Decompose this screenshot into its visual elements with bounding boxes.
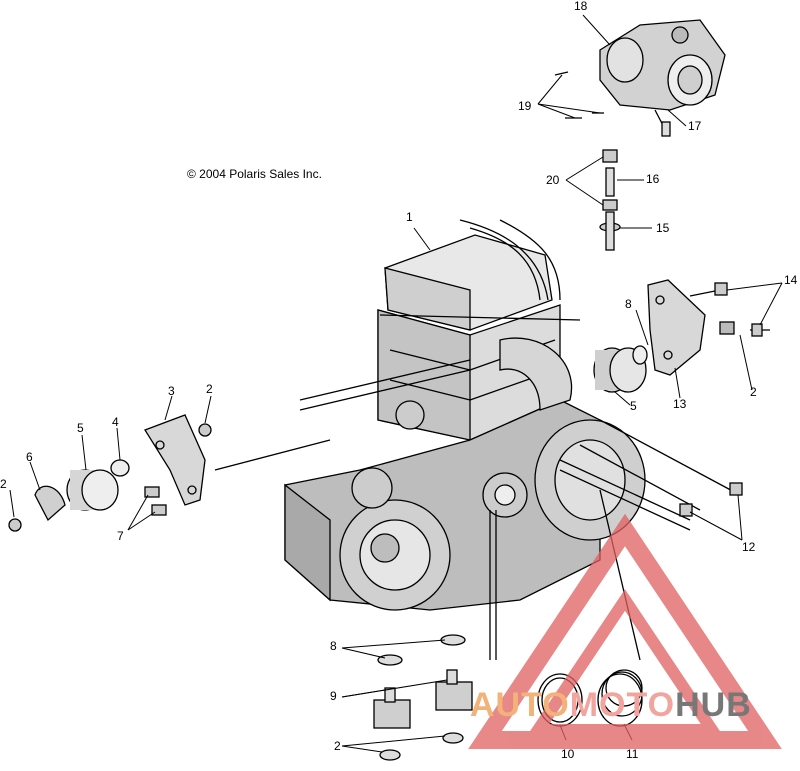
callout-2-right: 2	[750, 385, 757, 399]
callout-12: 12	[742, 540, 756, 554]
callout-6: 6	[26, 450, 33, 464]
watermark-text: AUTOMOTOHUB	[470, 686, 752, 724]
callout-15: 15	[656, 221, 670, 235]
hose-clamps	[537, 669, 643, 727]
callout-8-right: 8	[625, 297, 632, 311]
callout-2-left: 2	[0, 477, 7, 491]
leader-lines	[9, 14, 783, 753]
callout-16: 16	[646, 172, 660, 186]
callout-1: 1	[406, 210, 413, 224]
callout-4: 4	[112, 415, 119, 429]
callout-17: 17	[688, 119, 702, 133]
spacer-stack	[599, 149, 621, 251]
callout-14: 14	[784, 273, 798, 287]
callout-20: 20	[546, 173, 560, 187]
callout-13: 13	[673, 397, 687, 411]
copyright-text: © 2004 Polaris Sales Inc.	[187, 167, 322, 181]
engine-assembly	[214, 219, 741, 661]
left-engine-mount	[8, 414, 212, 532]
callout-18: 18	[574, 0, 588, 13]
callout-5-left: 5	[77, 421, 84, 435]
bottom-engine-mounts	[373, 634, 473, 761]
callout-11: 11	[626, 747, 639, 761]
callout-19: 19	[518, 99, 532, 113]
callout-5-right: 5	[630, 399, 637, 413]
callout-10: 10	[561, 747, 575, 761]
callout-8-bottom: 8	[330, 639, 337, 653]
callout-2-bottom: 2	[334, 739, 341, 753]
callout-7: 7	[117, 529, 124, 543]
callout-9: 9	[330, 689, 337, 703]
throttle-body	[554, 19, 726, 137]
callout-2-left-top: 2	[206, 382, 213, 396]
right-engine-mount	[593, 279, 770, 517]
watermark-logo	[468, 513, 782, 749]
callout-3: 3	[168, 384, 175, 398]
